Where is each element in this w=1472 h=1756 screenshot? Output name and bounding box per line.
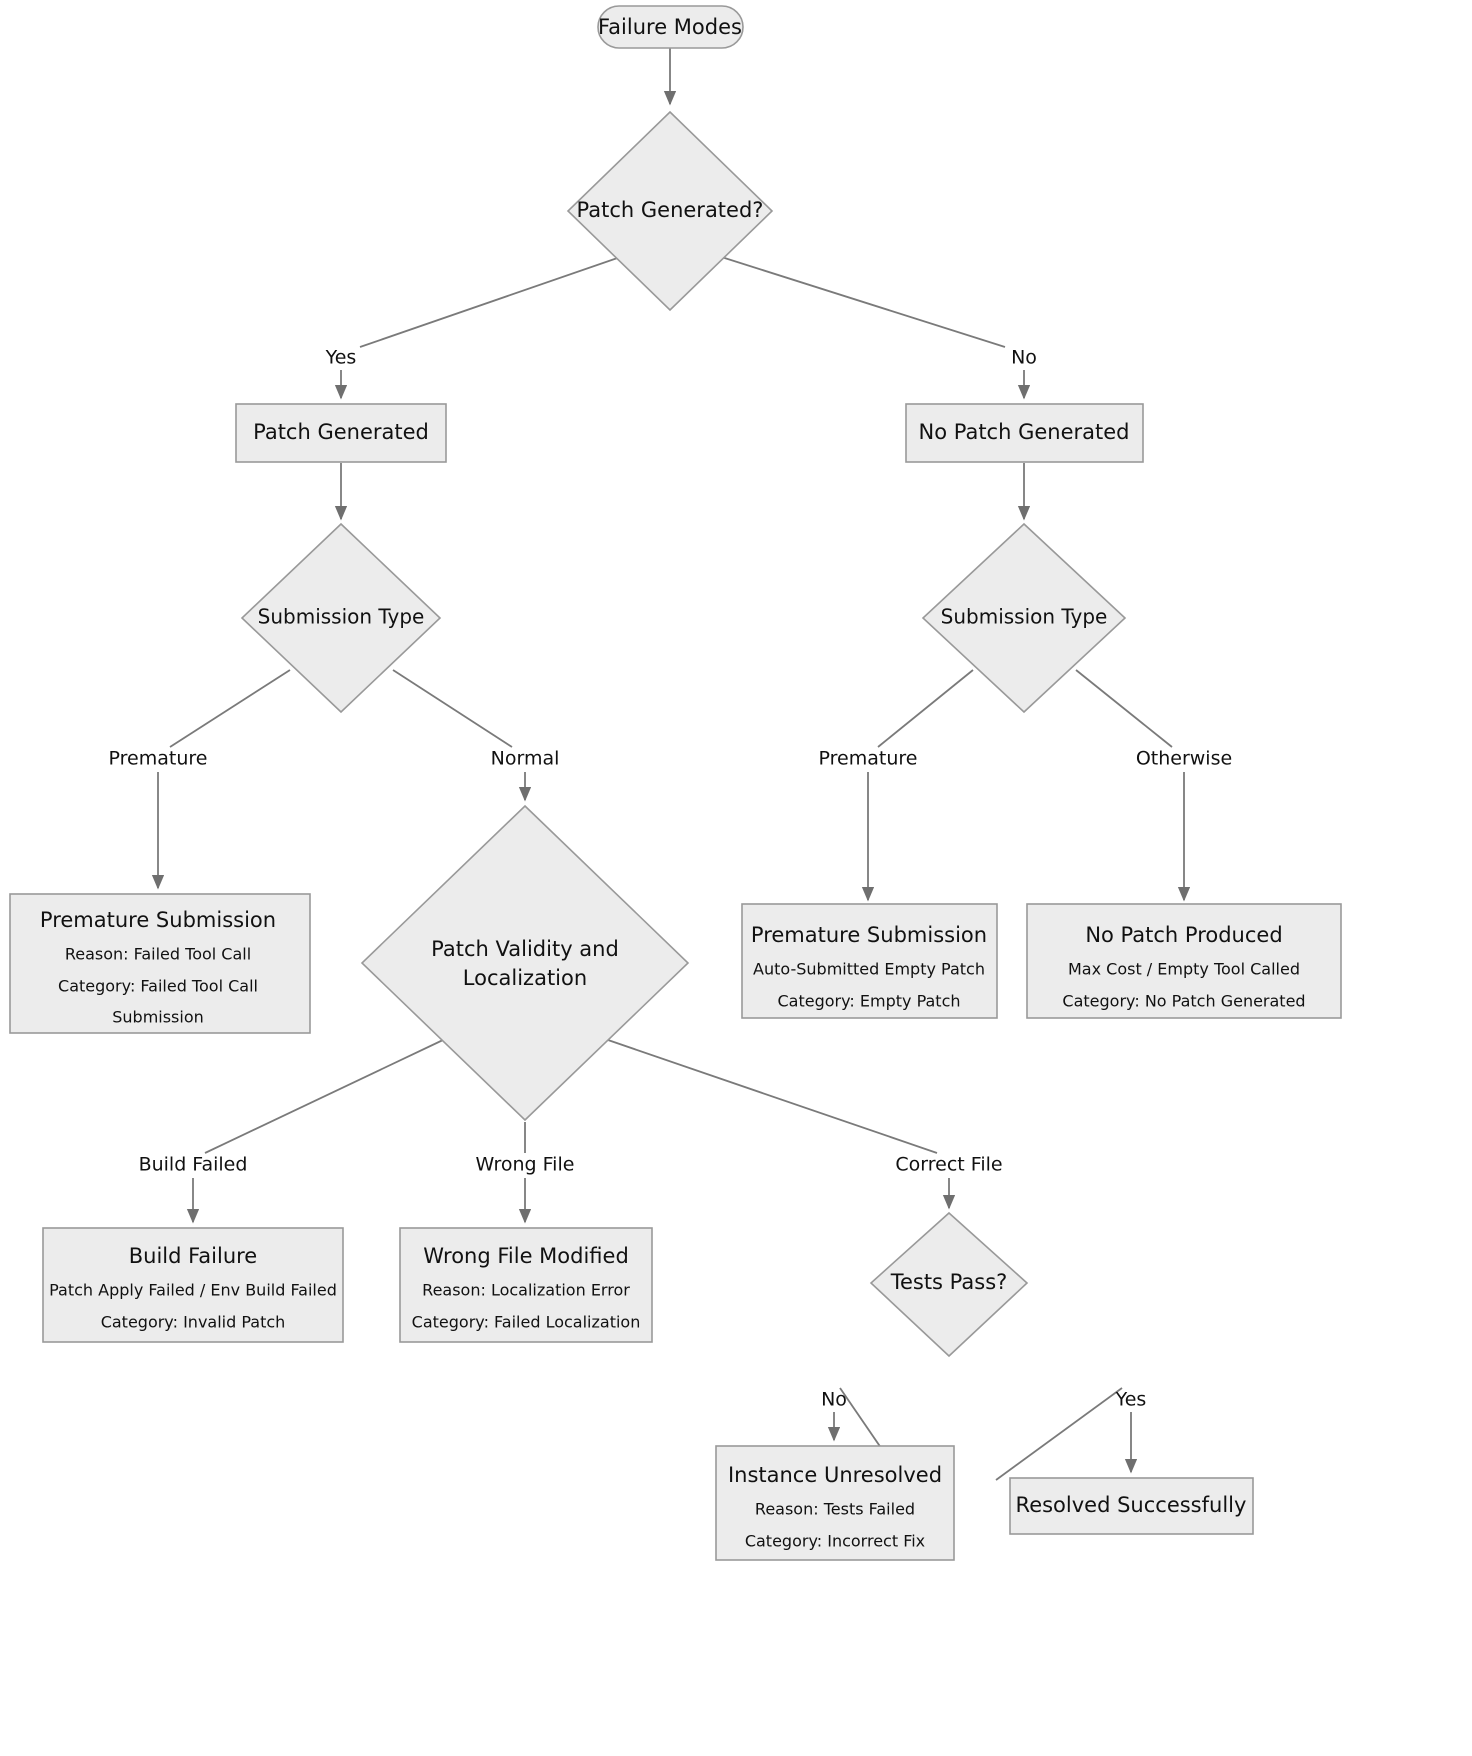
node-build-failure-line-2: Category: Invalid Patch [101, 1313, 286, 1332]
node-failure-modes-shape [597, 5, 744, 49]
node-resolved-successfully[interactable]: Resolved Successfully [1009, 1477, 1254, 1535]
edge-label-wrong-file: Wrong File [476, 1154, 575, 1176]
node-wrong-file-modified-line-1: Reason: Localization Error [422, 1281, 630, 1300]
edge-label-yes-patch-generated: Yes [325, 347, 357, 369]
node-submission-type-left-shape [240, 522, 442, 714]
edges-layer [151, 48, 1191, 1481]
node-build-failure-line-1: Patch Apply Failed / Env Build Failed [49, 1281, 337, 1300]
edge-label-tests-yes: Yes [1115, 1389, 1147, 1411]
edge-submission-left-to-premature-label [169, 669, 291, 748]
edge-submission-right-to-premature-label [877, 669, 974, 748]
node-wrong-file-modified[interactable]: Wrong File Modified Reason: Localization… [399, 1227, 653, 1343]
node-patch-validity-and-localization[interactable]: Patch Validity and Localization [360, 804, 690, 1122]
node-premature-submission-left-title: Premature Submission [40, 908, 276, 932]
edge-label-build-failed: Build Failed [139, 1154, 248, 1176]
node-wrong-file-modified-title: Wrong File Modified [423, 1244, 629, 1268]
node-instance-unresolved-line-1: Reason: Tests Failed [755, 1500, 915, 1519]
node-premature-submission-right-line-2: Category: Empty Patch [777, 992, 960, 1011]
node-build-failure-title: Build Failure [129, 1244, 257, 1268]
node-patch-generated-question-shape [566, 110, 774, 312]
node-no-patch-produced-line-1: Max Cost / Empty Tool Called [1068, 960, 1300, 979]
node-premature-submission-right-title: Premature Submission [751, 923, 987, 947]
node-no-patch-generated-label: No Patch Generated [919, 420, 1130, 444]
node-wrong-file-modified-shape [399, 1227, 653, 1343]
node-instance-unresolved-line-2: Category: Incorrect Fix [745, 1532, 925, 1551]
edge-patch-validity-to-build-failed-label [204, 1039, 444, 1154]
node-resolved-successfully-shape [1009, 1477, 1254, 1535]
node-patch-generated[interactable]: Patch Generated [235, 403, 447, 463]
node-no-patch-produced-title: No Patch Produced [1085, 923, 1282, 947]
node-instance-unresolved[interactable]: Instance Unresolved Reason: Tests Failed… [715, 1445, 955, 1561]
node-patch-validity-and-localization-label-line1: Patch Validity and [431, 937, 619, 961]
node-no-patch-generated-shape [905, 403, 1144, 463]
edge-label-normal: Normal [491, 748, 560, 770]
node-patch-generated-shape [235, 403, 447, 463]
edge-submission-right-to-otherwise-label [1075, 669, 1173, 748]
edge-label-otherwise: Otherwise [1136, 748, 1232, 770]
node-submission-type-right-shape [921, 522, 1127, 714]
node-patch-generated-label: Patch Generated [253, 420, 429, 444]
node-resolved-successfully-label: Resolved Successfully [1016, 1493, 1247, 1517]
edge-label-tests-no: No [821, 1389, 847, 1411]
node-patch-validity-and-localization-label-line2: Localization [463, 966, 587, 990]
edge-question-to-yes-label [359, 253, 630, 348]
node-premature-submission-left-line-2: Category: Failed Tool Call [58, 977, 258, 996]
node-submission-type-left-label: Submission Type [258, 605, 425, 629]
node-tests-pass-question[interactable]: Tests Pass? [869, 1211, 1029, 1358]
node-no-patch-produced-shape [1026, 903, 1342, 1019]
node-premature-submission-left-line-1: Reason: Failed Tool Call [65, 945, 251, 964]
node-build-failure-shape [42, 1227, 344, 1343]
edge-submission-left-to-normal-label [392, 669, 513, 748]
node-submission-type-right-label: Submission Type [941, 605, 1108, 629]
node-patch-validity-and-localization-shape [360, 804, 690, 1122]
node-tests-pass-question-label: Tests Pass? [890, 1270, 1008, 1294]
node-premature-submission-left[interactable]: Premature Submission Reason: Failed Tool… [9, 893, 311, 1034]
edge-label-correct-file: Correct File [895, 1154, 1002, 1176]
edge-patch-validity-to-correct-file-label [607, 1039, 938, 1154]
edge-question-to-no-label [711, 253, 1006, 348]
node-instance-unresolved-shape [715, 1445, 955, 1561]
edge-label-no-patch-generated: No [1011, 347, 1037, 369]
edge-labels-layer: Yes No Premature Normal Premature Otherw… [109, 347, 1233, 1411]
node-premature-submission-right[interactable]: Premature Submission Auto-Submitted Empt… [741, 903, 998, 1019]
edge-label-premature-right: Premature [819, 748, 918, 770]
node-patch-generated-question[interactable]: Patch Generated? [566, 110, 774, 312]
node-premature-submission-right-shape [741, 903, 998, 1019]
node-submission-type-right[interactable]: Submission Type [921, 522, 1127, 714]
node-no-patch-produced-line-2: Category: No Patch Generated [1062, 992, 1305, 1011]
edge-tests-pass-to-yes-label [995, 1387, 1123, 1481]
node-premature-submission-left-shape [9, 893, 311, 1034]
node-failure-modes[interactable]: Failure Modes [597, 5, 744, 49]
node-wrong-file-modified-line-2: Category: Failed Localization [412, 1313, 641, 1332]
node-instance-unresolved-title: Instance Unresolved [728, 1463, 942, 1487]
node-no-patch-generated[interactable]: No Patch Generated [905, 403, 1144, 463]
node-premature-submission-right-line-1: Auto-Submitted Empty Patch [753, 960, 985, 979]
node-build-failure[interactable]: Build Failure Patch Apply Failed / Env B… [42, 1227, 344, 1343]
edge-label-premature-left: Premature [109, 748, 208, 770]
node-tests-pass-question-shape [869, 1211, 1029, 1358]
node-no-patch-produced[interactable]: No Patch Produced Max Cost / Empty Tool … [1026, 903, 1342, 1019]
node-failure-modes-label: Failure Modes [598, 15, 742, 39]
node-patch-generated-question-label: Patch Generated? [577, 198, 764, 222]
node-submission-type-left[interactable]: Submission Type [240, 522, 442, 714]
node-premature-submission-left-line-3: Submission [112, 1008, 204, 1027]
